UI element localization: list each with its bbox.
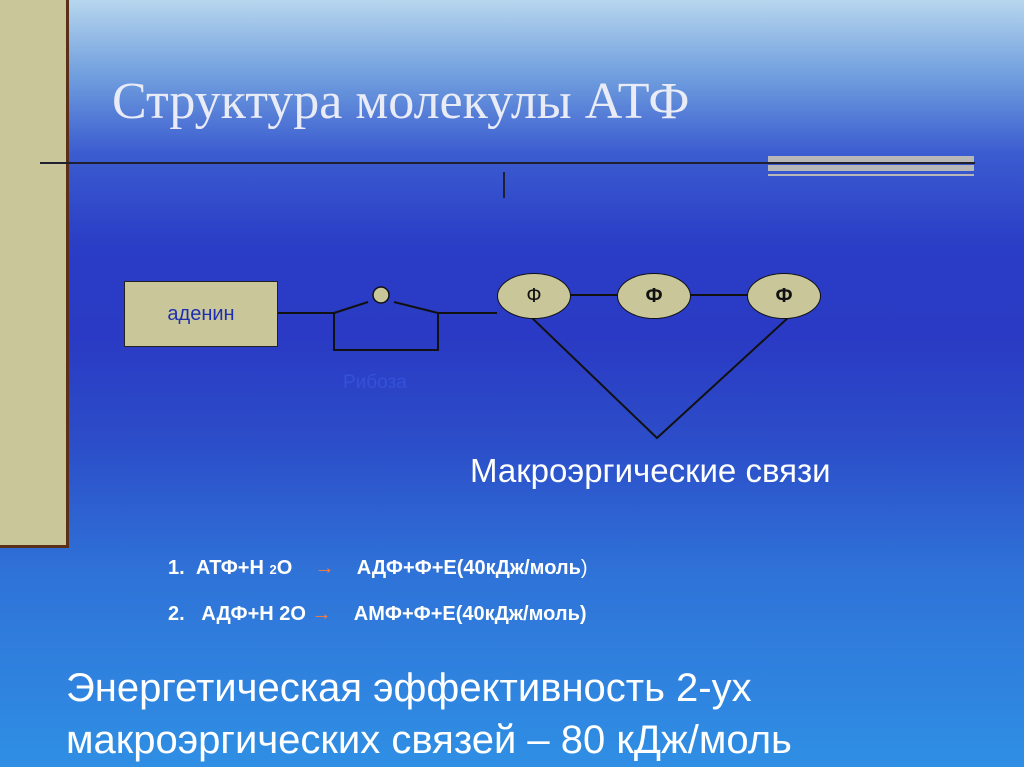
reaction-1-reactants-end: О bbox=[276, 557, 293, 579]
reaction-1-products: АДФ+Ф+Е(40кДж/моль bbox=[356, 557, 581, 579]
ribose-label: Рибоза bbox=[343, 372, 407, 393]
summary-line-1: Энергетическая эффективность 2-ух bbox=[66, 666, 752, 710]
phosphate-1-label: Ф bbox=[526, 284, 542, 307]
reaction-1-reactants: АТФ+Н bbox=[195, 557, 264, 579]
ribose-node bbox=[372, 286, 390, 304]
reaction-1-number: 1. bbox=[168, 557, 185, 579]
adenine-label: аденин bbox=[167, 302, 235, 325]
title-rule bbox=[40, 162, 975, 164]
reaction-2: 2. АДФ+Н 2О → АМФ+Ф+Е(40кДж/моль) bbox=[168, 603, 587, 626]
phosphate-3-label: Ф bbox=[775, 284, 793, 307]
rule-tick bbox=[503, 172, 505, 198]
efficiency-summary: Энергетическая эффективность 2-ух макроэ… bbox=[66, 662, 1006, 766]
reaction-1-tail: ) bbox=[580, 557, 588, 579]
slide-title: Структура молекулы АТФ bbox=[112, 73, 690, 130]
reaction-1: 1. АТФ+Н 2О → АДФ+Ф+Е(40кДж/моль) bbox=[168, 557, 588, 580]
reaction-2-number: 2. bbox=[168, 603, 185, 625]
reaction-1-arrow-icon: → bbox=[314, 557, 335, 579]
phosphate-2-label: Ф bbox=[645, 284, 663, 307]
macroergic-bond-pointer bbox=[529, 315, 791, 440]
side-decorative-bar bbox=[0, 0, 69, 548]
ribose-bracket bbox=[333, 313, 439, 351]
ribose-top-right bbox=[393, 301, 439, 314]
title-rule-accent bbox=[768, 156, 974, 176]
ribose-top-left bbox=[333, 301, 369, 314]
adenine-box: аденин bbox=[124, 281, 278, 347]
reaction-1-subscript: 2 bbox=[269, 562, 277, 577]
phosphate-2: Ф bbox=[617, 273, 691, 319]
reaction-2-reactants: АДФ+Н 2О bbox=[201, 603, 306, 625]
summary-line-2: макроэргических связей – 80 кДж/моль bbox=[66, 718, 792, 762]
reaction-2-products: АМФ+Ф+Е(40кДж/моль) bbox=[353, 603, 587, 625]
reaction-2-arrow-icon: → bbox=[311, 603, 332, 625]
phosphate-1: Ф bbox=[497, 273, 571, 319]
macroergic-bonds-label: Макроэргические связи bbox=[470, 452, 831, 489]
phosphate-3: Ф bbox=[747, 273, 821, 319]
